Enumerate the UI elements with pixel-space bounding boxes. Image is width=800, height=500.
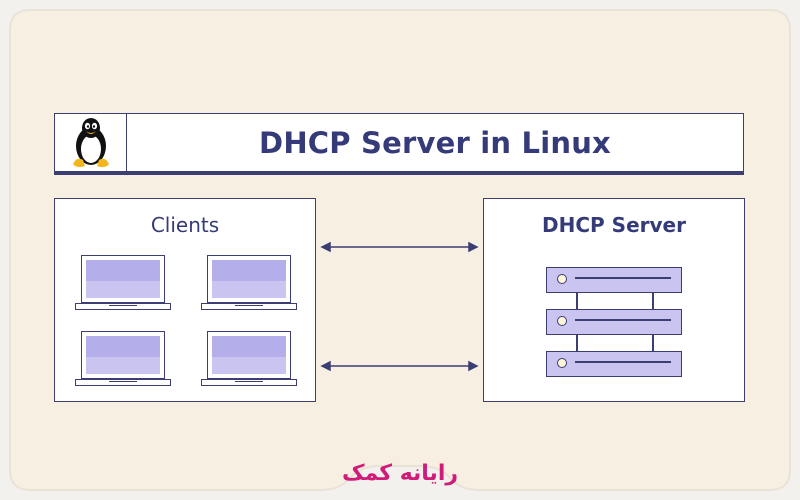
double-arrow-icon bbox=[320, 360, 479, 372]
tux-cell bbox=[55, 114, 127, 171]
title-bar: DHCP Server in Linux bbox=[54, 113, 744, 175]
clients-panel-title: Clients bbox=[150, 213, 220, 237]
clients-panel: Clients bbox=[54, 198, 316, 402]
dhcp-server-panel-title: DHCP Server bbox=[542, 213, 686, 237]
server-drive-slot bbox=[575, 277, 671, 279]
double-arrow-icon bbox=[320, 241, 479, 253]
page-title: DHCP Server in Linux bbox=[259, 125, 611, 160]
tux-penguin-icon bbox=[72, 117, 109, 167]
laptop-icon bbox=[201, 331, 297, 389]
server-rack-icon bbox=[546, 267, 682, 293]
laptop-icon bbox=[201, 255, 297, 313]
dhcp-server-panel: DHCP Server bbox=[483, 198, 745, 402]
server-drive-slot bbox=[575, 319, 671, 321]
rack-connector bbox=[652, 293, 654, 309]
brand-logo-text: رایانه کمک bbox=[341, 461, 459, 486]
server-status-light bbox=[557, 274, 567, 284]
server-status-light bbox=[557, 358, 567, 368]
server-status-light bbox=[557, 316, 567, 326]
connection-arrows bbox=[320, 241, 479, 372]
server-drive-slot bbox=[575, 361, 671, 363]
server-rack-icon bbox=[546, 351, 682, 377]
laptop-icon bbox=[75, 255, 171, 313]
rack-connector bbox=[652, 335, 654, 351]
rack-connector bbox=[576, 293, 578, 309]
laptop-icon bbox=[75, 331, 171, 389]
rack-connector bbox=[576, 335, 578, 351]
server-rack-icon bbox=[546, 309, 682, 335]
